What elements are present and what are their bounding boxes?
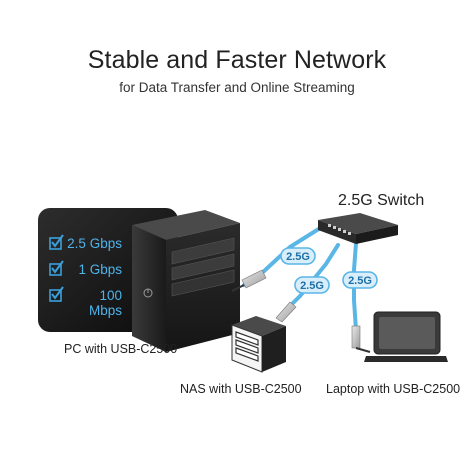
laptop-adapter-icon [351,325,371,353]
svg-text:2.5G: 2.5G [348,275,372,287]
laptop-label: Laptop with USB-C2500 [326,382,461,396]
speed-item-2: 1 Gbps [66,262,122,277]
speed-unit-2: Gbps [89,262,122,277]
link-badge-pc: 2.5G [280,247,316,265]
check-icon-1 [49,234,64,250]
check-icon-2 [49,260,64,276]
speed-unit-3: Mbps [88,303,122,318]
pc-tower-icon [132,210,240,352]
pc-label: PC with USB-C2500 [64,342,178,356]
link-badge-laptop: 2.5G [342,271,378,289]
speed-value-2: 1 [78,262,86,277]
nas-device-icon [231,316,286,373]
network-switch-icon [318,213,398,244]
svg-text:2.5G: 2.5G [286,251,310,263]
nas-adapter-icon [275,301,297,323]
svg-text:2.5G: 2.5G [300,280,324,292]
speed-value-3: 100 [99,288,122,303]
page-subtitle: for Data Transfer and Online Streaming [119,80,355,95]
speed-item-3: 100 Mbps [66,288,122,318]
speed-item-1: 2.5 Gbps [66,236,122,251]
nas-label: NAS with USB-C2500 [180,382,302,396]
switch-label: 2.5G Switch [338,192,425,209]
speed-value-1: 2.5 [67,236,86,251]
link-badge-nas: 2.5G [294,276,330,294]
laptop-icon [364,311,448,362]
page-title: Stable and Faster Network [87,46,387,74]
check-icon-3 [49,286,64,302]
pc-adapter-icon [231,269,267,292]
speed-unit-1: Gbps [89,236,122,251]
